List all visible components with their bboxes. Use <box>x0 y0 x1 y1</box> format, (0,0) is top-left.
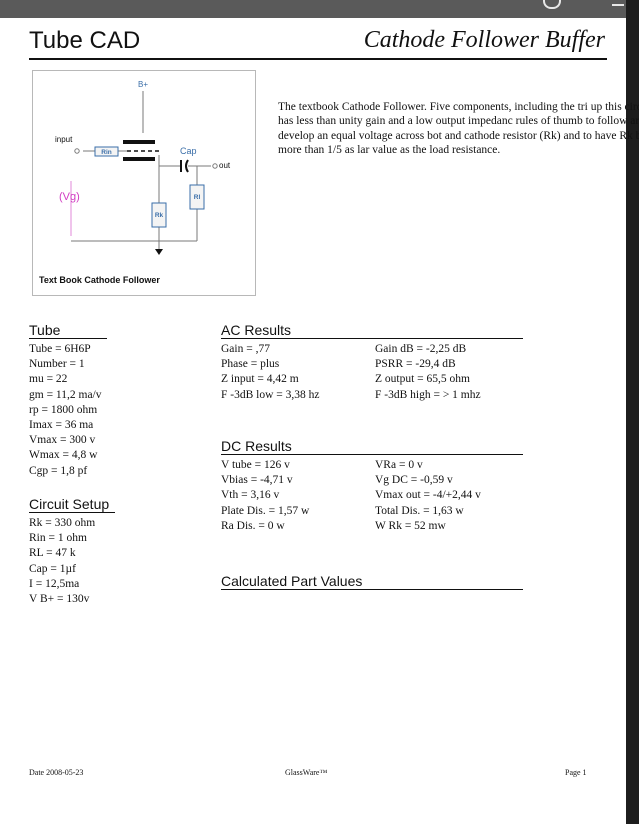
viewer-right-edge <box>626 0 639 824</box>
circuit-setup-list: Rk = 330 ohm Rin = 1 ohm RL = 47 k Cap =… <box>29 516 95 607</box>
cathode-follower-schematic: B+ input Rin Cap out (Vg) Rl Rk <box>55 80 231 255</box>
list-item: Gain dB = -2,25 dB <box>375 343 467 355</box>
list-item: Cap = 1µf <box>29 562 76 575</box>
cap-label: Cap <box>180 146 197 156</box>
list-item: Rin = 1 ohm <box>29 532 87 545</box>
figure-caption: Text Book Cathode Follower <box>39 275 160 285</box>
input-terminal <box>74 148 80 154</box>
list-item: Rk = 330 ohm <box>29 517 96 529</box>
footer-brand: GlassWare™ <box>285 768 328 777</box>
list-item: Plate Dis. = 1,57 w <box>221 504 310 517</box>
list-item: V B+ = 130v <box>29 592 90 605</box>
rin-resistor <box>94 146 119 157</box>
list-item: Vbias = -4,71 v <box>221 474 293 487</box>
list-item: Phase = plus <box>221 358 280 371</box>
list-item: F -3dB low = 3,38 hz <box>221 388 320 401</box>
list-item: W Rk = 52 mw <box>375 519 446 532</box>
list-item: rp = 1800 ohm <box>29 403 98 416</box>
list-item: Total Dis. = 1,63 w <box>375 504 464 517</box>
footer-date: Date 2008-05-23 <box>29 768 84 777</box>
list-item: PSRR = -29,4 dB <box>375 358 456 371</box>
bplus-label: B+ <box>138 80 148 89</box>
rk-label: Rk <box>155 212 164 219</box>
list-item: Cgp = 1,8 pf <box>29 464 88 477</box>
output-terminal <box>212 163 218 169</box>
cap-plate-right <box>185 159 189 173</box>
list-item: Vg DC = -0,59 v <box>375 474 453 487</box>
input-label: input <box>55 135 73 144</box>
minimize-icon[interactable] <box>612 4 624 6</box>
app-title: Tube CAD <box>29 27 141 54</box>
list-item: RL = 47 k <box>29 547 76 560</box>
list-item: Vmax out = -4/+2,44 v <box>375 489 481 502</box>
list-item: Imax = 36 ma <box>29 418 94 431</box>
list-item: Number = 1 <box>29 358 85 371</box>
dc-results-right: VRa = 0 v Vg DC = -0,59 v Vmax out = -4/… <box>375 458 481 534</box>
vg-label: (Vg) <box>59 191 80 203</box>
list-item: mu = 22 <box>29 373 68 386</box>
circuit-setup-heading: Circuit Setup <box>29 496 115 513</box>
plate-element <box>123 140 155 144</box>
cathode-element <box>123 157 155 161</box>
list-item: gm = 11,2 ma/v <box>29 388 102 401</box>
rl-resistor <box>189 184 205 210</box>
ac-results-left: Gain = ,77 Phase = plus Z input = 4,42 m… <box>221 342 320 403</box>
share-icon[interactable] <box>543 0 561 9</box>
tube-heading: Tube <box>29 322 107 339</box>
rk-resistor <box>151 202 167 228</box>
list-item: Vmax = 300 v <box>29 434 96 447</box>
list-item: V tube = 126 v <box>221 459 290 471</box>
header-rule <box>29 58 607 60</box>
rl-label: Rl <box>194 194 201 201</box>
dc-results-heading: DC Results <box>221 438 523 455</box>
list-item: Wmax = 4,8 w <box>29 449 98 462</box>
list-item: Z input = 4,42 m <box>221 373 299 386</box>
ac-results-right: Gain dB = -2,25 dB PSRR = -29,4 dB Z out… <box>375 342 481 403</box>
viewer-top-bar <box>0 0 639 18</box>
calculated-part-values-heading: Calculated Part Values <box>221 573 523 590</box>
description-paragraph: The textbook Cathode Follower. Five comp… <box>278 101 639 156</box>
rin-label: Rin <box>101 149 112 156</box>
ac-results-heading: AC Results <box>221 322 523 339</box>
list-item: Tube = 6H6P <box>29 343 91 355</box>
ground-icon <box>155 249 163 255</box>
list-item: Ra Dis. = 0 w <box>221 519 285 532</box>
list-item: I = 12,5ma <box>29 577 80 590</box>
document-title: Cathode Follower Buffer <box>363 27 605 53</box>
dc-results-left: V tube = 126 v Vbias = -4,71 v Vth = 3,1… <box>221 458 309 534</box>
list-item: Gain = ,77 <box>221 343 270 355</box>
footer-page: Page 1 <box>565 768 587 777</box>
out-label: out <box>219 161 231 170</box>
list-item: Z output = 65,5 ohm <box>375 373 470 386</box>
list-item: VRa = 0 v <box>375 459 423 471</box>
schematic-figure: B+ input Rin Cap out (Vg) Rl Rk Text Boo… <box>32 70 256 296</box>
list-item: Vth = 3,16 v <box>221 489 280 502</box>
tube-list: Tube = 6H6P Number = 1 mu = 22 gm = 11,2… <box>29 342 102 479</box>
list-item: F -3dB high = > 1 mhz <box>375 388 481 401</box>
